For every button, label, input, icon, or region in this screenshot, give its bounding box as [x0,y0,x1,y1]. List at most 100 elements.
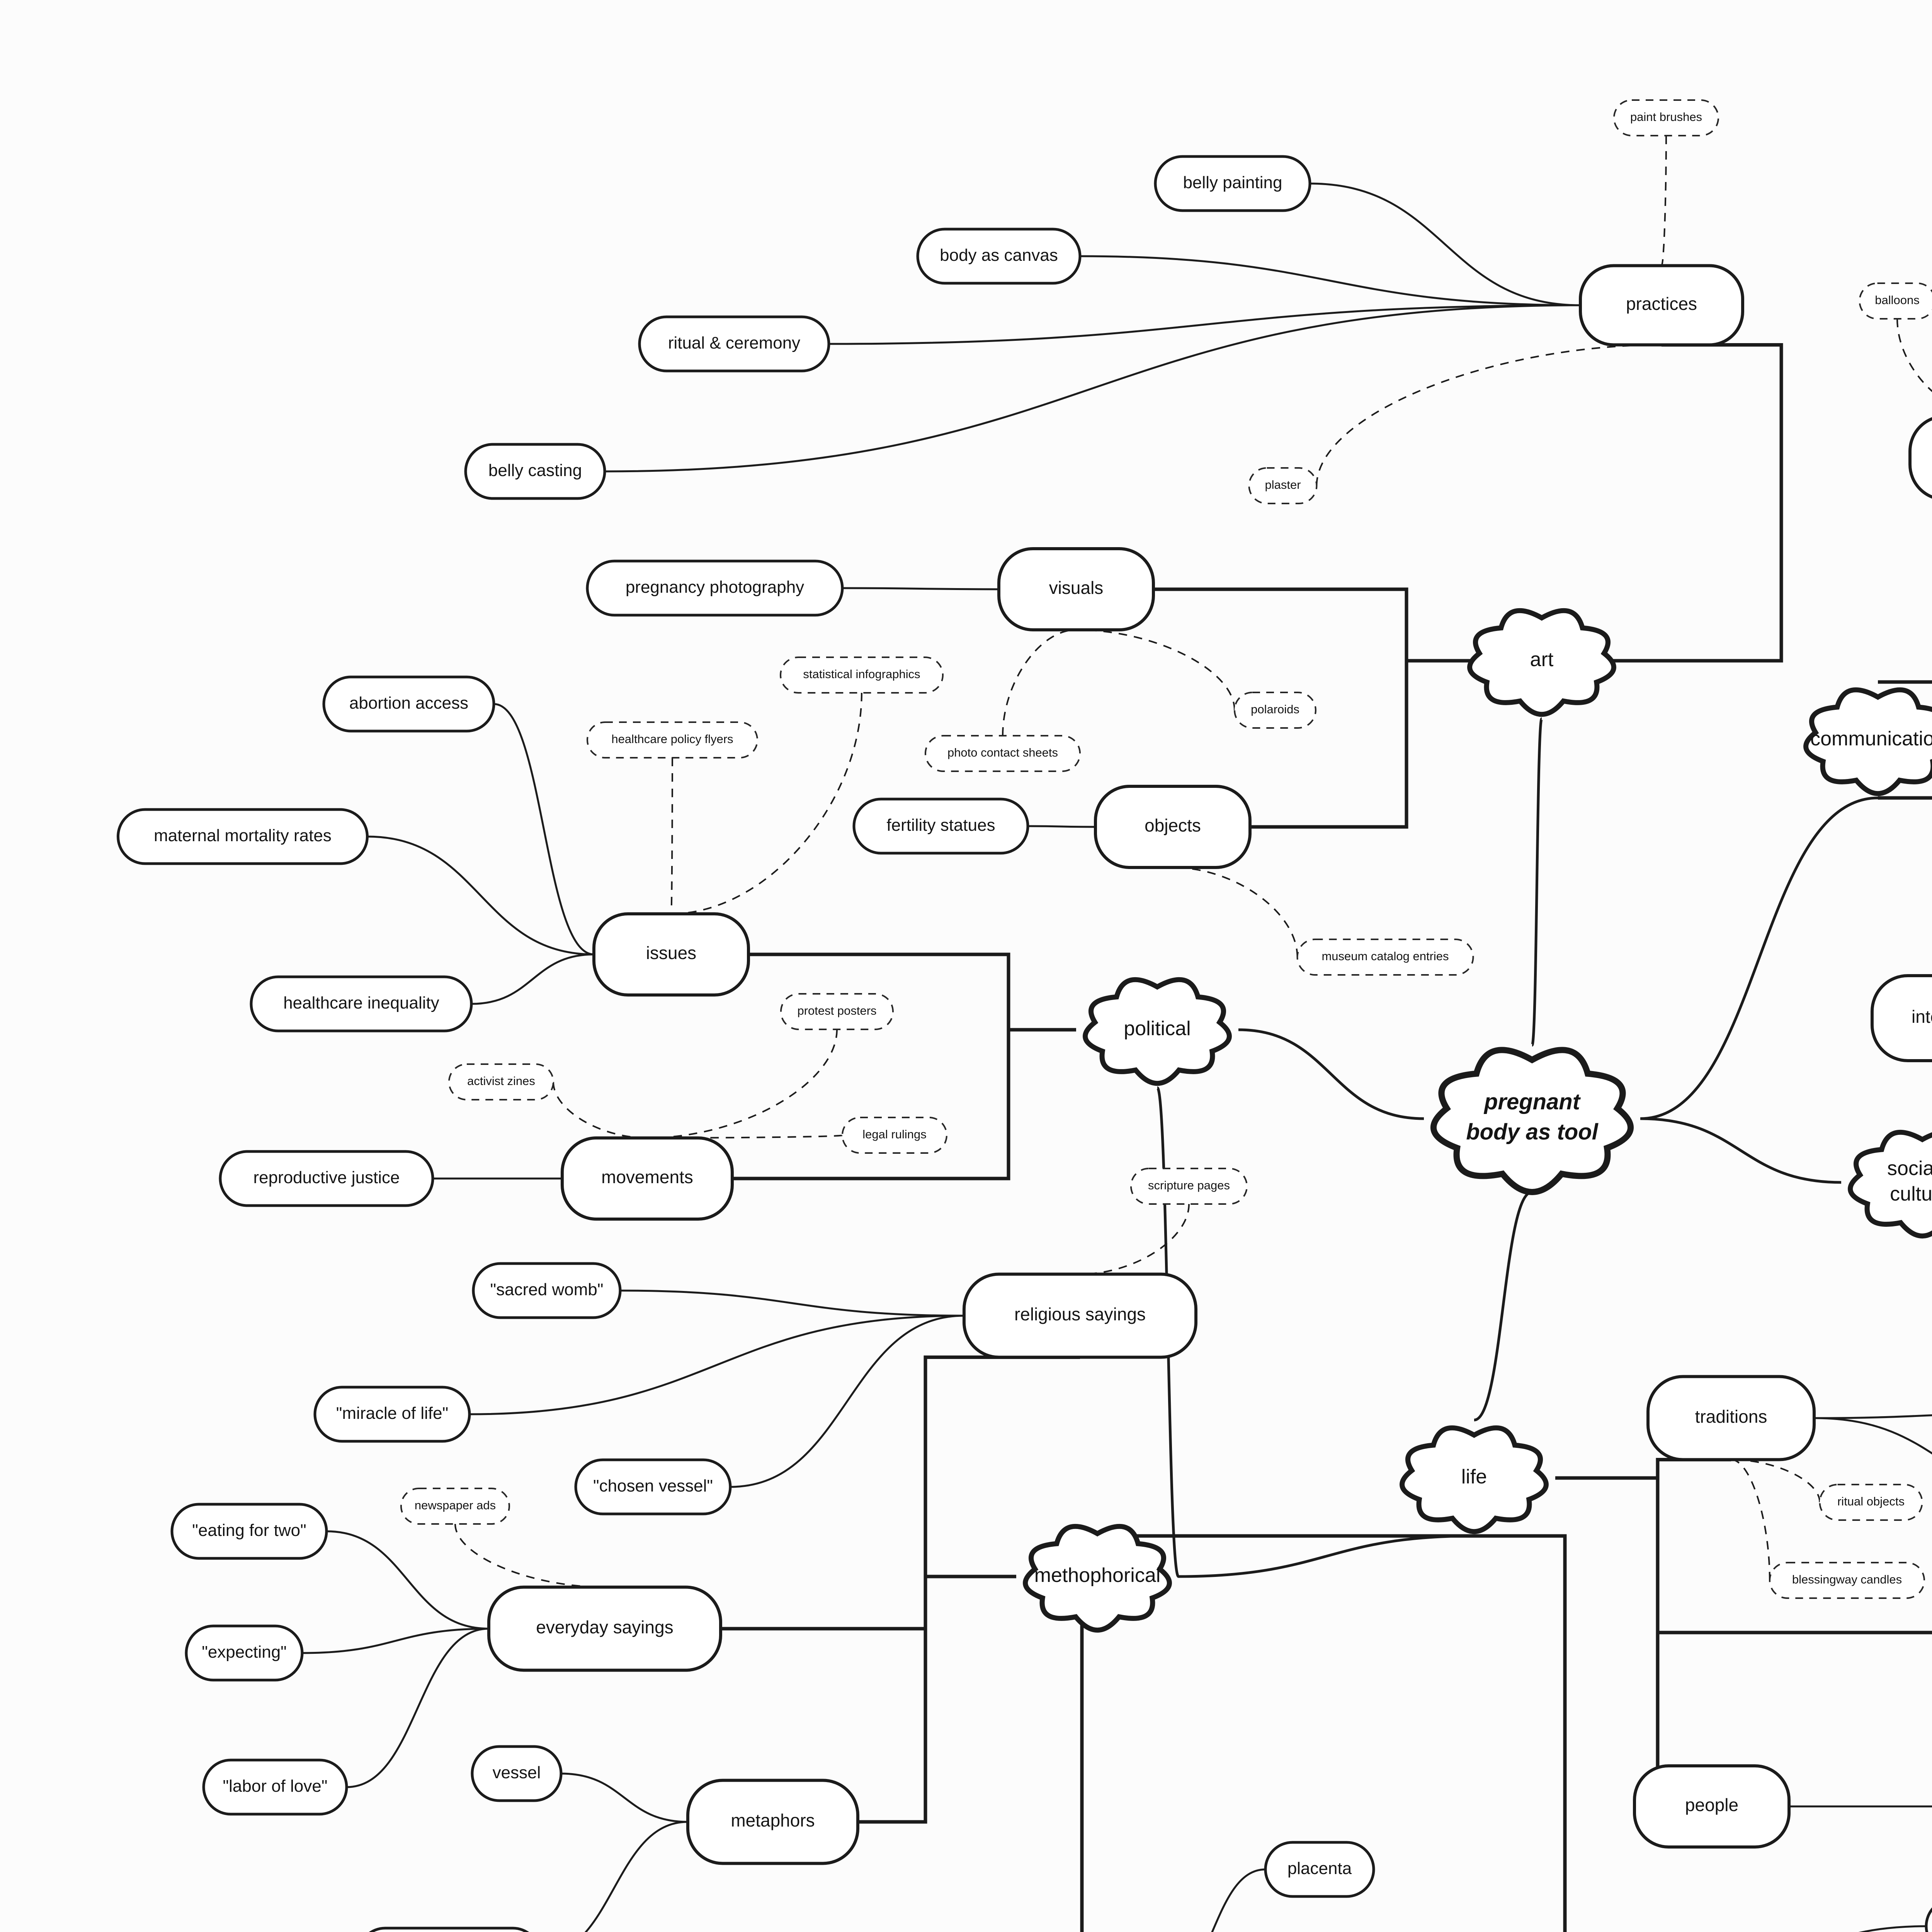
node-label: statistical infographics [803,667,920,681]
node-layer: paint brushesconfetti poppersballoonspla… [117,99,1932,1932]
node-label: everyday sayings [536,1617,673,1637]
connector [1474,1534,1567,1932]
topic-node[interactable]: religious sayings [963,1272,1197,1359]
annotation-node[interactable]: legal rulings [842,1117,947,1154]
branch-cloud-node[interactable]: communication [1803,687,1932,796]
connector [828,304,1581,345]
connector [1238,1028,1424,1120]
node-label: ritual objects [1837,1495,1905,1508]
connector [1474,1190,1532,1422]
topic-node[interactable]: "sacred womb" [472,1262,622,1319]
annotation-node[interactable]: healthcare policy flyers [587,721,758,759]
topic-node[interactable]: "chosen vessel" [574,1458,732,1515]
topic-node[interactable]: issues [592,912,750,997]
annotation-node[interactable]: protest posters [780,993,894,1030]
annotation-node[interactable]: photo contact sheets [925,735,1081,772]
topic-node[interactable]: "expecting" [185,1624,304,1682]
node-label: "eating for two" [192,1521,306,1540]
connector [1814,1414,1932,1419]
annotation-node[interactable]: scripture pages [1130,1168,1248,1205]
connector [561,1772,688,1823]
topic-node[interactable]: objects [1094,785,1252,869]
topic-node[interactable]: interpersonal [1871,974,1932,1062]
topic-node[interactable]: movements [561,1136,734,1221]
topic-node[interactable]: "miracle of life" [313,1386,471,1443]
node-label: traditions [1695,1406,1767,1427]
topic-node[interactable]: cultural [1908,417,1932,500]
annotation-node[interactable]: statistical infographics [780,656,944,694]
node-label: plaster [1265,478,1301,492]
annotation-connector [1896,318,1932,392]
node-label: visuals [1049,578,1104,598]
connector [1878,680,1932,684]
connector [1640,1117,1842,1184]
topic-node[interactable]: reproductive justice [219,1150,434,1207]
topic-node[interactable]: abortion access [322,675,495,733]
branch-cloud-node[interactable]: methophorical [1023,1524,1172,1633]
annotation-connector [1076,629,1235,711]
topic-node[interactable]: practices [1579,264,1744,347]
connector [1858,1925,1927,1932]
topic-node[interactable]: ritual & ceremony [638,315,830,372]
annotation-node[interactable]: paint brushes [1613,99,1719,136]
node-label: methophorical [1034,1564,1161,1587]
annotation-node[interactable]: museum catalog entries [1296,939,1474,976]
annotation-node[interactable]: newspaper ads [400,1488,510,1525]
topic-node[interactable]: belly painting [1154,155,1311,212]
annotation-node[interactable]: plaster [1248,467,1318,504]
topic-node[interactable]: placenta [1264,1841,1375,1898]
node-label: political [1124,1017,1190,1040]
topic-node[interactable]: people [1633,1764,1791,1849]
connector [730,1315,964,1488]
node-label: paint brushes [1630,110,1702,124]
node-label: polaroids [1251,702,1299,716]
connector [842,587,999,590]
topic-node[interactable]: gestation [1925,1899,1932,1932]
node-label: ritual & ceremony [668,333,800,352]
node-label: belly painting [1183,173,1282,192]
topic-node[interactable]: "eating for two" [170,1503,328,1560]
topic-node[interactable]: pregnancy photography [586,560,844,617]
topic-node[interactable]: vessel [471,1745,563,1802]
node-label: people [1685,1795,1738,1815]
node-label: metaphors [731,1810,815,1830]
topic-node[interactable]: traditions [1646,1375,1816,1461]
connector [493,703,594,956]
branch-cloud-node[interactable]: social &cultural [1848,1129,1932,1238]
node-label: balloons [1875,293,1919,307]
connector [1027,825,1096,828]
annotation-connector [1002,629,1077,736]
topic-node[interactable]: visuals [997,547,1155,631]
branch-cloud-node[interactable]: life [1400,1425,1549,1534]
node-label: healthcare inequality [283,993,439,1012]
connector [604,304,1581,473]
topic-node[interactable]: healthcare inequality [250,975,473,1032]
topic-node[interactable]: "labor of love" [202,1759,348,1816]
edge-layer [302,135,1932,1932]
annotation-node[interactable]: activist zines [448,1063,554,1100]
annotation-node[interactable]: polaroids [1234,692,1316,729]
connector [346,1628,489,1788]
annotation-connector [1661,135,1667,267]
topic-node[interactable]: maternal mortality rates [117,808,369,865]
annotation-node[interactable]: ritual objects [1819,1484,1923,1521]
connector [732,1028,1076,1180]
node-label: abortion access [349,694,468,713]
branch-cloud-node[interactable]: art [1467,608,1616,717]
topic-node[interactable]: metaphors [686,1779,859,1865]
topic-node[interactable]: everyday sayings [487,1585,722,1672]
connector [1640,796,1878,1120]
branch-cloud-node[interactable]: political [1083,977,1232,1086]
node-label: art [1530,648,1554,671]
topic-node[interactable]: fertility statues [852,798,1029,855]
topic-node[interactable]: body as canvas [916,228,1082,285]
annotation-node[interactable]: balloons [1859,282,1932,320]
node-label: placenta [1287,1859,1352,1878]
node-label: "sacred womb" [490,1280,604,1299]
topic-node[interactable]: "bun in the oven" [358,1927,540,1932]
node-label: activist zines [467,1074,535,1088]
annotation-node[interactable]: blessingway candles [1769,1562,1925,1599]
node-label: maternal mortality rates [154,826,332,845]
topic-node[interactable]: belly casting [464,443,606,500]
